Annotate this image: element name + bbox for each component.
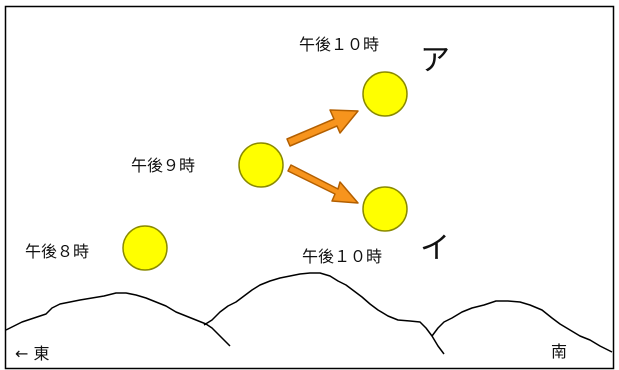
label-pm10-lower: 午後１０時: [302, 247, 382, 266]
label-pm9: 午後９時: [131, 156, 195, 175]
moon-10pm-a: [362, 71, 408, 117]
moon-9pm: [238, 142, 284, 188]
label-direction-east: ← 東: [15, 344, 50, 363]
moon-8pm: [122, 225, 168, 271]
label-pm10-upper: 午後１０時: [299, 35, 379, 54]
diagram-frame: [4, 5, 615, 370]
arrow-up-right: [286, 109, 359, 147]
label-choice-i: イ: [420, 231, 450, 266]
moon-10pm-i: [362, 186, 408, 232]
mountain-ridge: [5, 272, 613, 355]
label-direction-south: 南: [551, 342, 567, 361]
arrow-down-right: [287, 164, 359, 204]
label-pm8: 午後８時: [25, 242, 89, 261]
label-choice-a: ア: [420, 43, 450, 78]
